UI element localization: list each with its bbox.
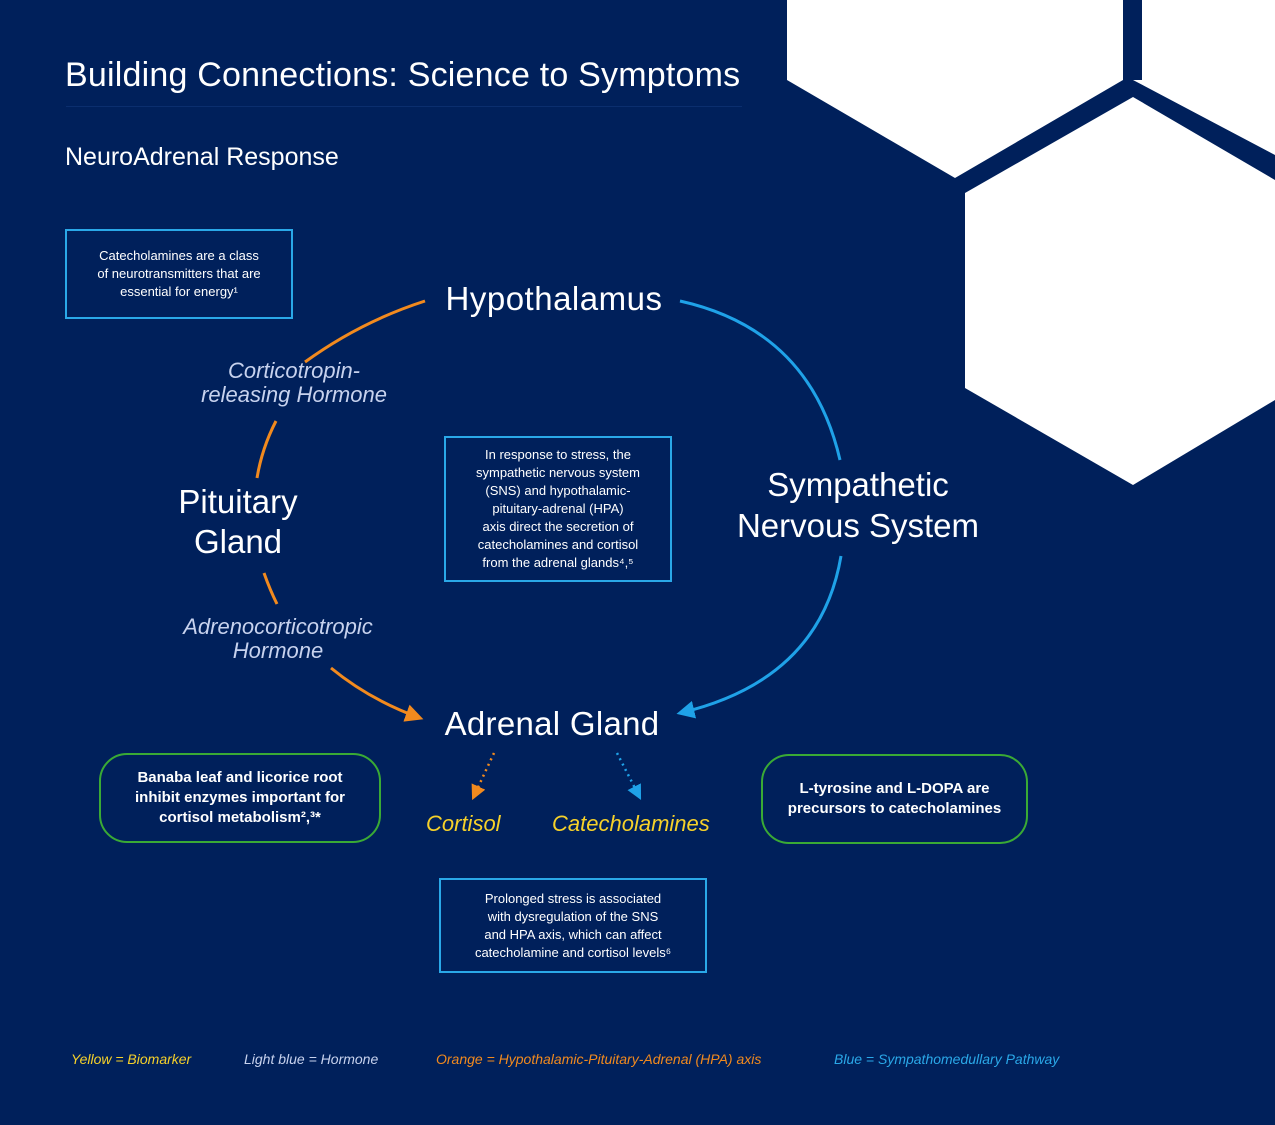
- adrenal-to-cortisol-arrow: [471, 752, 496, 801]
- node-pituitary-line2: Gland: [193, 523, 283, 560]
- hormone-acth-line2: Hormone: [232, 638, 324, 663]
- node-sns-line1: Sympathetic: [767, 466, 949, 503]
- pill-line: L-tyrosine and L-DOPA are: [799, 780, 990, 797]
- hormone-acth-label: Adrenocorticotropic Hormone: [160, 615, 396, 663]
- node-sns-line2: Nervous System: [736, 507, 980, 544]
- info-line: essential for energy¹: [120, 284, 238, 299]
- info-line: In response to stress, the: [485, 447, 631, 462]
- info-line: and HPA axis, which can affect: [484, 926, 662, 942]
- node-sympathetic-nervous-system: Sympathetic Nervous System: [718, 464, 998, 546]
- pill-line: cortisol metabolism²,³*: [159, 809, 321, 826]
- hexagon-middle: [965, 97, 1275, 485]
- info-line: with dysregulation of the SNS: [487, 908, 659, 924]
- legend-hpa-axis: Orange = Hypothalamic-Pituitary-Adrenal …: [436, 1051, 762, 1067]
- info-box-stress-response: In response to stress, the sympathetic n…: [444, 436, 672, 582]
- info-line: (SNS) and hypothalamic-: [485, 483, 631, 498]
- hpa-arrow-to-adrenal: [330, 666, 424, 722]
- title-divider: [66, 106, 742, 107]
- hexagon-top-right: [1133, 0, 1275, 155]
- pill-line: Banaba leaf and licorice root: [137, 769, 343, 786]
- pill-line: precursors to catecholamines: [787, 800, 1002, 817]
- legend-hormone: Light blue = Hormone: [244, 1051, 379, 1067]
- info-line: catecholamines and cortisol: [477, 537, 639, 552]
- info-line: from the adrenal glands⁴,⁵: [482, 555, 634, 570]
- info-line: Prolonged stress is associated: [484, 890, 662, 906]
- info-line: of neurotransmitters that are: [97, 266, 261, 281]
- legend-biomarker: Yellow = Biomarker: [71, 1051, 192, 1067]
- node-pituitary-gland: Pituitary Gland: [158, 482, 318, 562]
- hexagon-top-left: [787, 0, 1123, 178]
- page-subtitle: NeuroAdrenal Response: [65, 143, 339, 171]
- hormone-crh-label: Corticotropin- releasing Hormone: [175, 359, 413, 407]
- sns-arc-hypothalamus-to-sns: [679, 299, 842, 461]
- node-pituitary-line1: Pituitary: [178, 483, 298, 520]
- pill-box-tyrosine-dopa: L-tyrosine and L-DOPA are precursors to …: [761, 754, 1028, 844]
- pill-line: inhibit enzymes important for: [134, 789, 345, 806]
- info-line: catecholamine and cortisol levels⁶: [474, 944, 672, 960]
- biomarker-catecholamines: Catecholamines: [552, 811, 710, 836]
- hpa-arc-crh-to-pituitary: [255, 420, 278, 479]
- info-box-catecholamines: Catecholamines are a class of neurotrans…: [65, 229, 293, 319]
- sns-arrow-to-adrenal: [676, 555, 843, 719]
- legend-sympathomedullary: Blue = Sympathomedullary Pathway: [834, 1051, 1060, 1067]
- hpa-arc-pituitary-to-acth: [262, 572, 279, 605]
- info-line: Catecholamines are a class: [99, 248, 259, 263]
- adrenal-to-catecholamines-arrow: [615, 752, 642, 801]
- info-box-prolonged-stress: Prolonged stress is associated with dysr…: [439, 878, 707, 973]
- hormone-crh-line1: Corticotropin-: [227, 358, 361, 383]
- info-line: pituitary-adrenal (HPA): [492, 501, 624, 516]
- hpa-arc-hypothalamus-to-crh: [304, 299, 426, 364]
- info-line: sympathetic nervous system: [475, 465, 640, 480]
- hormone-crh-line2: releasing Hormone: [201, 382, 387, 407]
- info-line: axis direct the secretion of: [482, 519, 634, 534]
- pill-box-banaba-licorice: Banaba leaf and licorice root inhibit en…: [99, 753, 381, 843]
- biomarker-cortisol: Cortisol: [426, 811, 501, 836]
- page-title: Building Connections: Science to Symptom…: [65, 56, 741, 94]
- hormone-acth-line1: Adrenocorticotropic: [183, 614, 373, 639]
- node-hypothalamus: Hypothalamus: [445, 280, 663, 317]
- node-adrenal-gland: Adrenal Gland: [444, 705, 660, 742]
